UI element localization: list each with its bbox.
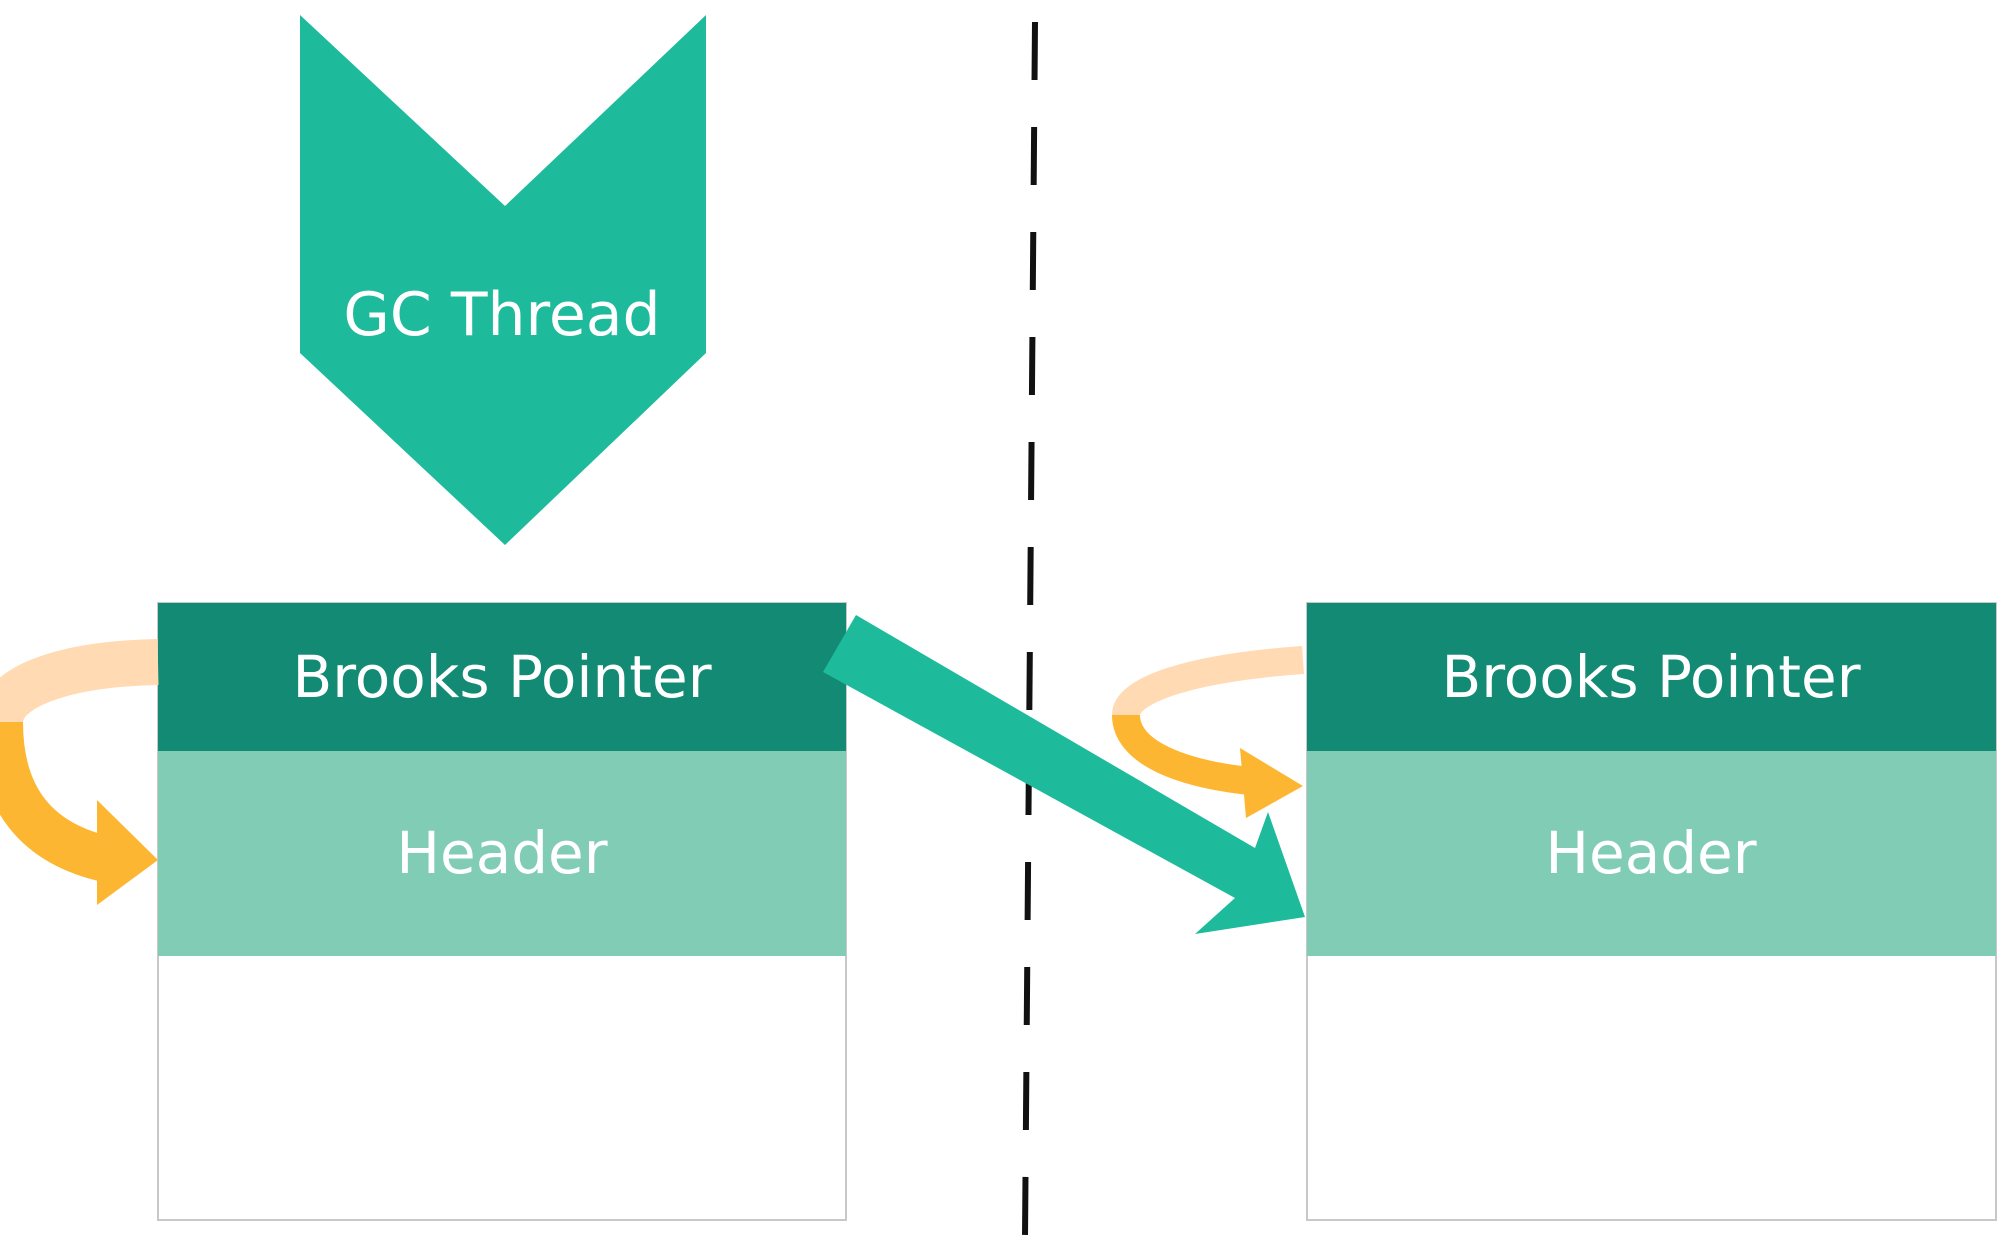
self-reference-arrow-right-body (1112, 713, 1262, 796)
brooks-pointer-label-left: Brooks Pointer (292, 643, 711, 711)
brooks-pointer-label-right: Brooks Pointer (1441, 643, 1860, 711)
object-box-right: Brooks Pointer Header (1306, 602, 1997, 1221)
forwarding-arrow-shape (823, 615, 1305, 934)
object-box-left: Brooks Pointer Header (157, 602, 847, 1221)
gc-thread-label: GC Thread (343, 280, 660, 350)
self-reference-arrow-right (1112, 646, 1304, 818)
header-cell-right (1307, 751, 1996, 956)
forwarding-arrow (823, 615, 1305, 934)
header-label-right: Header (1545, 819, 1756, 887)
header-cell-left (158, 751, 846, 956)
self-reference-arrow-right-head (1240, 748, 1303, 818)
self-reference-arrow-left-body (0, 721, 116, 883)
gc-thread-chevron: GC Thread (300, 15, 706, 545)
header-label-left: Header (396, 819, 607, 887)
self-reference-arrow-left-head (97, 800, 158, 905)
self-reference-arrow-right-tail (1112, 646, 1304, 718)
gc-thread-shape (300, 15, 706, 545)
divider-dashed-line (1022, 21, 1038, 1237)
self-reference-arrow-left-tail (0, 639, 159, 725)
self-reference-arrow-left (0, 639, 159, 905)
brooks-pointer-cell-left (158, 603, 846, 751)
brooks-pointer-cell-right (1307, 603, 1996, 751)
